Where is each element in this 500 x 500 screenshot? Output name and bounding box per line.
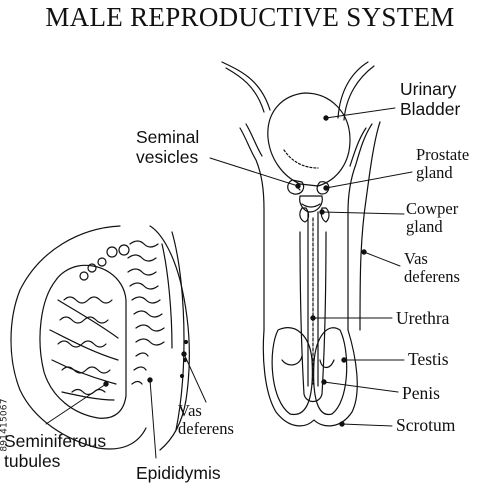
testis-cross-section: [10, 225, 190, 451]
prostate: [299, 195, 323, 213]
penis-outline: [299, 231, 327, 403]
frontal-view: [221, 61, 381, 427]
label-seminal-vesicles: Seminal vesicles: [136, 127, 200, 167]
tunica-outline: [10, 225, 147, 450]
seminal-vesicle-right: [316, 181, 330, 195]
leader-lines: [45, 107, 413, 459]
label-vas-deferens-right: Vas deferens: [404, 249, 460, 287]
label-vas-deferens-left-line2: deferens: [178, 419, 234, 439]
label-urethra: Urethra: [396, 308, 450, 328]
label-epididymis: Epididymis: [136, 463, 221, 483]
label-seminiferous-tubules: Seminiferous tubules: [4, 431, 107, 471]
label-seminiferous-tubules-line2: tubules: [4, 450, 61, 471]
label-cowper-gland-line1: Cowper: [406, 199, 459, 218]
diagram-title: MALE REPRODUCTIVE SYSTEM: [45, 2, 455, 32]
label-vas-deferens-right-line2: deferens: [404, 267, 460, 287]
urinary-bladder: [267, 92, 351, 187]
testis-left: [271, 327, 313, 415]
label-prostate-gland-line2: gland: [416, 163, 453, 183]
label-scrotum: Scrotum: [396, 415, 456, 435]
label-urinary-bladder-line1: Urinary: [400, 79, 457, 99]
scrotum-outline: [262, 329, 358, 427]
label-prostate-gland: Prostate gland: [416, 145, 470, 183]
testis-right: [313, 327, 348, 416]
watermark-id: 891415067: [0, 398, 10, 452]
label-seminal-vesicles-line1: Seminal: [136, 127, 200, 147]
label-seminal-vesicles-line2: vesicles: [136, 146, 199, 167]
label-urinary-bladder: Urinary Bladder: [400, 79, 461, 119]
label-vas-deferens-left-line1: Vas: [178, 401, 202, 420]
label-vas-deferens-left: Vas deferens: [178, 401, 234, 439]
label-urinary-bladder-line2: Bladder: [400, 98, 461, 119]
label-seminiferous-tubules-line1: Seminiferous: [4, 431, 107, 451]
label-cowper-gland: Cowper gland: [406, 199, 459, 237]
label-vas-deferens-right-line1: Vas: [404, 249, 428, 268]
label-cowper-gland-line2: gland: [406, 217, 443, 237]
label-penis: Penis: [402, 383, 440, 403]
epididymis-coils: [127, 240, 165, 385]
label-prostate-gland-line1: Prostate: [416, 145, 470, 164]
seminal-vesicle-left: [287, 179, 305, 195]
label-testis: Testis: [408, 349, 449, 369]
